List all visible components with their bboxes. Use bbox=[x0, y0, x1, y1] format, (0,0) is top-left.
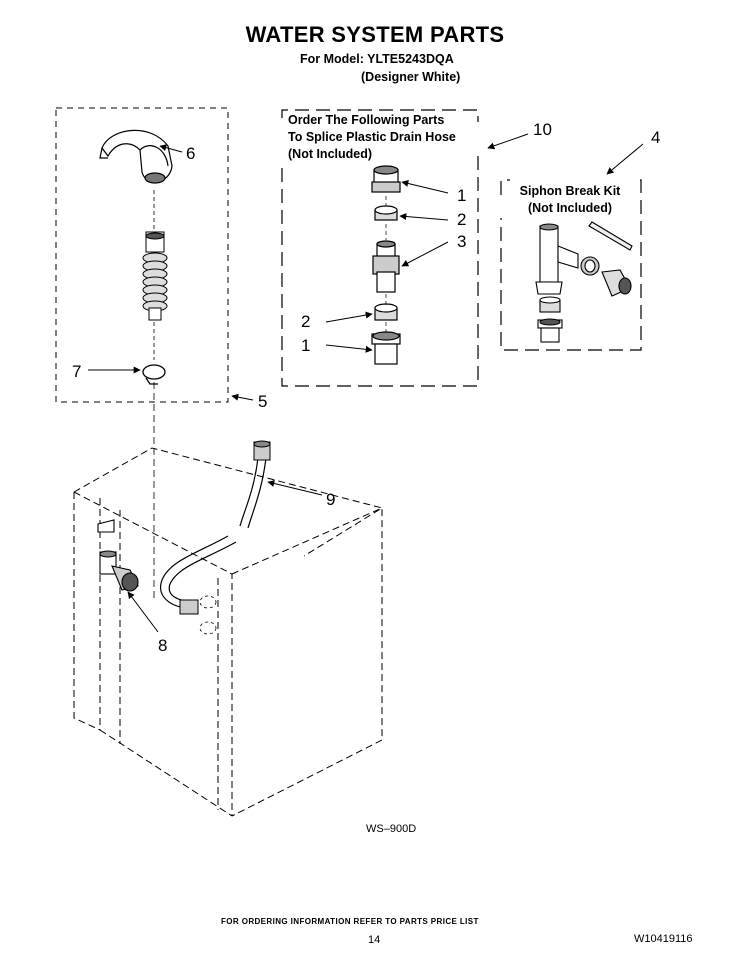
callout-10: 10 bbox=[533, 120, 552, 139]
ordering-note: FOR ORDERING INFORMATION REFER TO PARTS … bbox=[221, 917, 479, 926]
document-number: W10419116 bbox=[634, 933, 693, 945]
hose-clamp-part bbox=[142, 364, 166, 385]
color-line: (Designer White) bbox=[361, 70, 461, 84]
callout-1-top: 1 bbox=[457, 186, 467, 205]
washer-cabinet-outline bbox=[73, 447, 384, 817]
splice-box-line-1: Order The Following Parts bbox=[288, 113, 445, 127]
siphon-box-label: Siphon Break Kit (Not Included) bbox=[514, 183, 626, 217]
callout-7: 7 bbox=[72, 362, 82, 381]
callout-1-bottom: 1 bbox=[301, 336, 311, 355]
callout-2-top: 2 bbox=[457, 210, 467, 229]
page-title: WATER SYSTEM PARTS bbox=[245, 22, 505, 47]
model-line: For Model: YLTE5243DQA bbox=[300, 52, 454, 66]
callout-4: 4 bbox=[651, 128, 661, 147]
splice-coupler-part bbox=[371, 165, 401, 365]
callout-2-bottom: 2 bbox=[301, 312, 311, 331]
callout-5: 5 bbox=[258, 392, 268, 411]
splice-box-line-3: (Not Included) bbox=[288, 147, 373, 161]
inlet-valve-part bbox=[97, 519, 139, 592]
callout-3: 3 bbox=[457, 232, 467, 251]
callout-6: 6 bbox=[186, 144, 196, 163]
siphon-box-line-1: Siphon Break Kit bbox=[519, 184, 621, 198]
siphon-break-kit-parts bbox=[535, 221, 633, 343]
fill-hose-part bbox=[160, 457, 267, 609]
callout-9: 9 bbox=[326, 490, 336, 509]
splice-box-line-2: To Splice Plastic Drain Hose bbox=[288, 130, 456, 144]
fill-hose-fitting bbox=[179, 440, 271, 615]
splice-parts-box bbox=[281, 109, 479, 387]
page-number: 14 bbox=[368, 934, 381, 946]
siphon-break-box bbox=[500, 179, 642, 351]
drain-hose-end bbox=[142, 231, 168, 321]
siphon-box-line-2: (Not Included) bbox=[527, 201, 612, 215]
splice-box-label: Order The Following Parts To Splice Plas… bbox=[288, 112, 456, 163]
callout-8: 8 bbox=[158, 636, 168, 655]
diagram-code: WS–900D bbox=[366, 823, 417, 835]
hose-kit-box bbox=[55, 107, 229, 403]
hose-guide-part bbox=[99, 129, 173, 184]
